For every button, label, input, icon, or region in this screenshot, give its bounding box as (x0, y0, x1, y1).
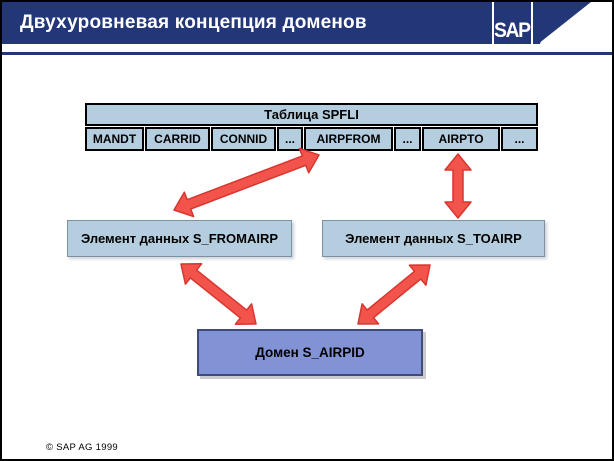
logo-separator-line-left (492, 2, 494, 44)
arrow-airpto-to-toairp (444, 153, 472, 219)
spfli-column-dotsdotsdots: ... (501, 127, 538, 151)
arrow-fromairp-to-domain (180, 263, 257, 325)
data-element-s-fromairp-label: Элемент данных S_FROMAIRP (80, 231, 279, 246)
spfli-column-mandt: MANDT (85, 127, 144, 151)
sap-logo: SAP (494, 19, 531, 42)
title-bar-background (2, 2, 555, 44)
arrow-toairp-to-domain (357, 264, 431, 325)
header-separator-line (2, 52, 612, 55)
spfli-column-carrid: CARRID (145, 127, 210, 151)
domain-s-airpid-box: Домен S_AIRPID (197, 329, 423, 376)
domain-s-airpid-label: Домен S_AIRPID (255, 345, 365, 360)
logo-separator-line-right (531, 2, 533, 44)
data-element-s-toairp-box: Элемент данных S_TOAIRP (322, 220, 545, 257)
spfli-table-title: Таблица SPFLI (85, 103, 538, 126)
spfli-column-dotsdotsdots: ... (394, 127, 421, 151)
data-element-s-fromairp-box: Элемент данных S_FROMAIRP (67, 220, 292, 257)
spfli-column-airpfrom: AIRPFROM (304, 127, 393, 151)
title-bar: Двухуровневая концепция доменов SAP (2, 2, 612, 44)
spfli-column-connid: CONNID (211, 127, 276, 151)
page-title: Двухуровневая концепция доменов (20, 12, 367, 33)
spfli-column-dotsdotsdots: ... (277, 127, 303, 151)
arrow-airpfrom-to-fromairp (173, 147, 320, 218)
copyright-text: © SAP AG 1999 (46, 442, 118, 453)
data-element-s-toairp-label: Элемент данных S_TOAIRP (345, 231, 522, 246)
spfli-column-airpto: AIRPTO (422, 127, 500, 151)
